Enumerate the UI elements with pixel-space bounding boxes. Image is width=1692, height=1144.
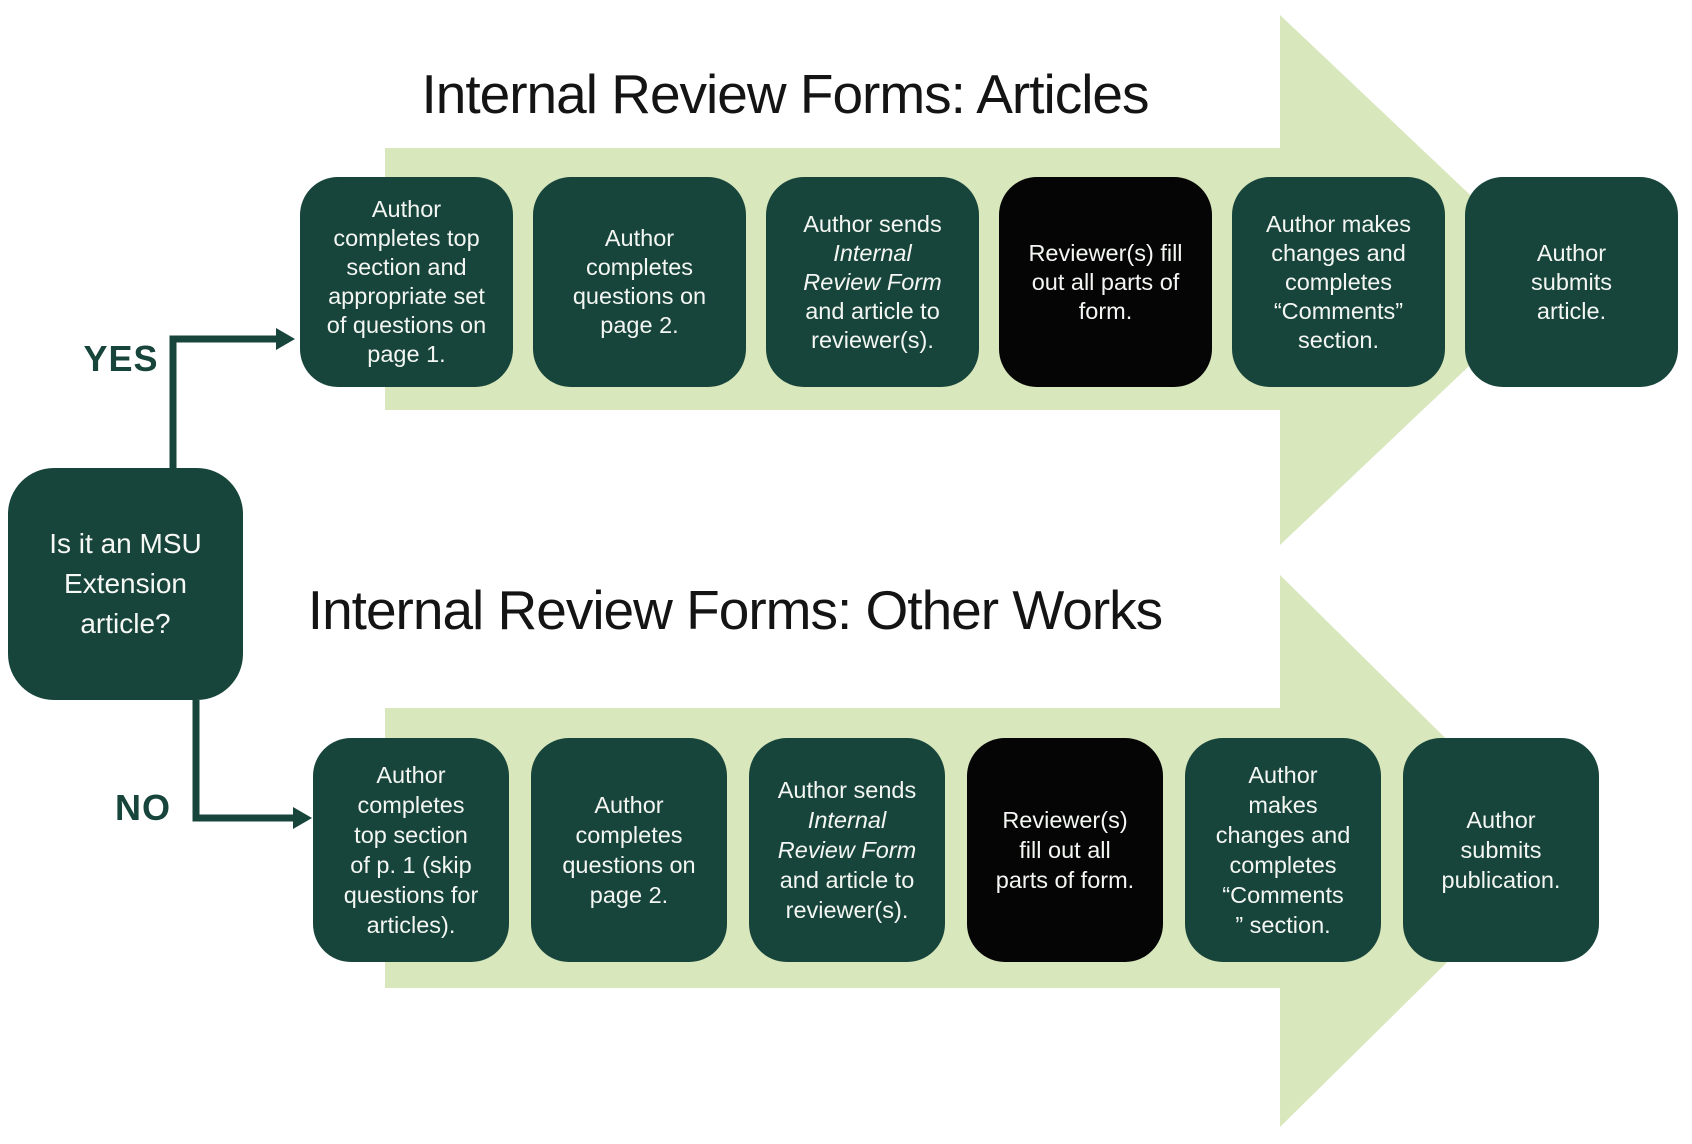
step-line: Author (604, 225, 675, 251)
yes-label: YES (83, 338, 159, 379)
step-line: changes and (1271, 239, 1406, 266)
step-line: completes (1229, 852, 1337, 878)
step-line: articles). (366, 912, 456, 938)
flow-title-other-works: Internal Review Forms: Other Works (307, 579, 1163, 641)
step-line: form. (1078, 297, 1133, 324)
step-line: parts of form. (995, 867, 1135, 893)
step-box-other-works-5: Author makes changes and completes “Comments… (1185, 738, 1381, 962)
step-line: submits (1531, 268, 1612, 295)
flow-title-articles: Internal Review Forms: Articles (421, 63, 1150, 125)
step-line: publication. (1441, 867, 1561, 893)
step-line: Author (594, 792, 664, 818)
step-line: questions for (343, 882, 479, 908)
step-line: questions on (572, 283, 707, 309)
step-line: Internal (833, 239, 912, 266)
steps-row-articles: Author completes top section and appropriat… (300, 177, 1678, 387)
step-line: page 1. (367, 341, 446, 367)
step-line: Reviewer(s) fill (1028, 239, 1183, 266)
step-line: completes top (333, 225, 480, 251)
step-line: appropriate set (328, 283, 485, 309)
step-line: Author (371, 196, 442, 222)
step-line: “Comments (1222, 882, 1344, 908)
step-line: and article to (779, 867, 915, 893)
step-line: changes and (1215, 822, 1351, 848)
decision-box: Is it an MSU Extension article? (8, 468, 243, 700)
step-box-articles-1: Author completes top section and appropriat… (300, 177, 513, 387)
step-line: ” section. (1235, 912, 1331, 938)
step-line: questions on (562, 852, 696, 878)
step-line: article. (1536, 297, 1607, 324)
step-line: makes (1248, 792, 1318, 818)
step-box-other-works-1: Author completes top section of p. 1 (skip q… (313, 738, 509, 962)
step-line: out all parts of (1031, 268, 1180, 295)
step-line: Review Form (777, 837, 917, 863)
no-connector-arrowhead-icon (293, 807, 312, 829)
step-box-articles-2: Author completes questions on page 2. (533, 177, 746, 387)
step-line: and article to (805, 297, 940, 324)
step-line: Author sends (803, 210, 942, 237)
step-line: Review Form (803, 268, 942, 295)
step-line: top section (354, 822, 468, 848)
yes-connector-arrowhead-icon (276, 328, 295, 350)
step-line: Author (1536, 239, 1607, 266)
step-line: section and (346, 254, 467, 280)
step-line: “Comments” (1273, 297, 1404, 324)
steps-row-other-works: Author completes top section of p. 1 (skip q… (313, 738, 1599, 962)
step-line: Internal (807, 807, 887, 833)
step-line: Author makes (1266, 210, 1411, 237)
step-line: completes (1284, 268, 1393, 295)
step-line: reviewer(s). (811, 326, 934, 353)
step-line: of p. 1 (skip (350, 852, 472, 878)
step-line: submits (1460, 837, 1542, 863)
step-line: of questions on (326, 312, 487, 338)
step-line: completes (585, 254, 694, 280)
step-line: page 2. (600, 312, 679, 338)
no-connector-line (192, 700, 293, 822)
step-box-other-works-4: Reviewer(s) fill out all parts of form. (967, 738, 1163, 962)
step-line: section. (1298, 326, 1379, 353)
decision-line: Is it an MSU (49, 528, 202, 559)
no-label: NO (115, 787, 171, 828)
step-line: completes (357, 792, 465, 818)
step-line: page 2. (589, 882, 669, 908)
step-line: fill out all (1019, 837, 1111, 863)
step-line: Author (376, 762, 446, 788)
step-box-other-works-2: Author completes questions on page 2. (531, 738, 727, 962)
yes-connector-line (169, 335, 276, 468)
decision-line: Extension (64, 568, 187, 599)
decision-line: article? (80, 608, 171, 639)
step-line: Author (1248, 762, 1318, 788)
step-box-other-works-6: Author submits publication. (1403, 738, 1599, 962)
step-line: Reviewer(s) (1002, 807, 1128, 833)
step-line: reviewer(s). (785, 897, 909, 923)
step-line: Author (1466, 807, 1536, 833)
step-line: completes (575, 822, 683, 848)
step-line: Author sends (777, 777, 917, 803)
